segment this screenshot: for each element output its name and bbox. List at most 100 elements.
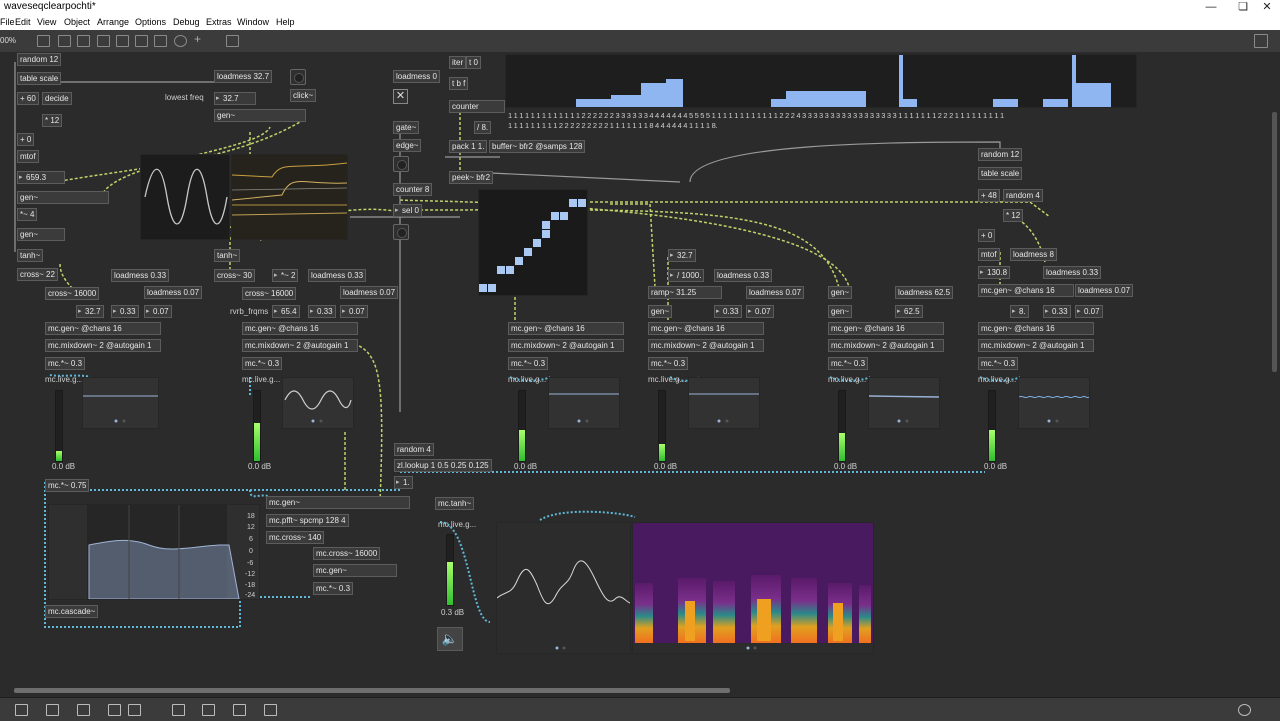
random-object-2[interactable]: random 12 [978,148,1023,161]
loadmess-object-3[interactable]: loadmess 32.7 [214,70,273,83]
gen-object[interactable]: gen~ [17,191,109,204]
mc-gen-object-6[interactable]: mc.gen~ @chans 16 [978,322,1094,335]
patcher-canvas[interactable]: random 12 table scale + 60 decide * 12 +… [0,52,1270,687]
multiply-object[interactable]: * 12 [42,114,63,127]
number-box[interactable]: 32.7 [76,305,104,318]
bang-button-2[interactable] [393,224,409,240]
ramp-object[interactable]: ramp~ 31.25 [648,286,722,299]
number-box-8[interactable]: 0.33 [714,305,742,318]
vertical-scrollbar[interactable] [1270,52,1280,687]
level-meter-7[interactable] [446,534,454,606]
maximize-button[interactable]: ❏ [1238,1,1248,13]
new-object-icon[interactable] [15,704,28,716]
snap-icon[interactable] [116,35,129,47]
level-meter-4[interactable] [658,390,666,462]
level-meter-2[interactable] [253,390,261,462]
mc-mixdown-object-5[interactable]: mc.mixdown~ 2 @autogain 1 [828,339,944,352]
number-box-10[interactable]: 62.5 [895,305,923,318]
gen-object-2[interactable]: gen~ [17,228,65,241]
iter-object[interactable]: iter [449,56,467,69]
mc-gen-object[interactable]: mc.gen~ @chans 16 [45,322,161,335]
plus-object[interactable]: + 60 [17,92,39,105]
mc-cascade-object[interactable]: mc.cascade~ [45,605,99,618]
lowest-freq-number[interactable]: 32.7 [214,92,256,105]
trigger-bf-object[interactable]: t b f [449,77,469,90]
console-icon[interactable] [46,704,59,716]
cross-object-2[interactable]: cross~ 30 [214,269,255,282]
speaker-icon[interactable]: 🔈 [437,627,463,651]
table-scale-object[interactable]: table scale [17,72,62,85]
number-box-3[interactable]: 0.07 [144,305,172,318]
number-box-2[interactable]: 0.33 [111,305,139,318]
mc-multiply-object-8[interactable]: mc.*~ 0.3 [313,582,354,595]
loadmess-object-7[interactable]: loadmess 0.07 [746,286,805,299]
multiply-number[interactable]: *~ 2 [272,269,299,282]
paint-icon[interactable] [226,35,239,47]
trigger-zero-object[interactable]: t 0 [466,56,481,69]
mc-gen-object-2[interactable]: mc.gen~ @chans 16 [242,322,358,335]
pack-object[interactable]: pack 1 1. [449,140,488,153]
number-box-11[interactable]: 8. [1010,305,1029,318]
level-meter[interactable] [55,390,63,462]
output-scope[interactable] [496,522,631,654]
add-icon[interactable]: + [194,32,202,46]
number-box-7[interactable]: 32.7 [668,249,696,262]
close-button[interactable]: ✕ [1262,1,1272,13]
number-box-6[interactable]: 0.07 [340,305,368,318]
peek-object[interactable]: peek~ bfr2 [449,171,494,184]
multi-trace-scope[interactable] [231,154,348,240]
debug-icon[interactable] [172,704,185,716]
mc-multiply-object-2[interactable]: mc.*~ 0.3 [242,357,283,370]
filter-graph[interactable]: 18 12 6 0 -6 -12 -18 -24 [48,504,260,600]
mc-mixdown-object-6[interactable]: mc.mixdown~ 2 @autogain 1 [978,339,1094,352]
wrench-icon[interactable] [202,704,215,716]
loadmess-object-5[interactable]: loadmess 0.07 [340,286,399,299]
horizontal-scroll-thumb[interactable] [14,688,730,693]
toggle-x[interactable]: ✕ [393,89,408,104]
loadmess-object-10[interactable]: loadmess 0.33 [1043,266,1102,279]
mtof-object[interactable]: mtof [17,150,39,163]
loadmess-object-4[interactable]: loadmess 0.33 [308,269,367,282]
buffer-object[interactable]: buffer~ bfr2 @samps 128 [489,140,586,153]
lock-icon[interactable] [37,35,50,47]
mc-gen-object-8[interactable]: mc.gen~ [313,564,397,577]
number-box-4[interactable]: 65.4 [272,305,300,318]
align-icon[interactable] [135,35,148,47]
grid-icon[interactable] [97,35,110,47]
help-icon[interactable] [174,35,187,47]
number-box-9[interactable]: 0.07 [746,305,774,318]
gen-object-3[interactable]: gen~ [214,109,306,122]
tanh-object[interactable]: tanh~ [17,249,44,262]
sidebar-grid-icon[interactable] [1254,34,1268,48]
mc-cross-object[interactable]: mc.cross~ 140 [266,531,325,544]
mc-pfft-object[interactable]: mc.pfft~ spcmp 128 4 [266,514,349,527]
cross-object[interactable]: cross~ 22 [17,268,58,281]
menu-object[interactable]: Object [64,17,91,27]
mc-tanh-object[interactable]: mc.tanh~ [435,497,475,510]
counter-object[interactable]: counter [449,100,505,113]
mc-mixdown-object-4[interactable]: mc.mixdown~ 2 @autogain 1 [648,339,764,352]
gen-object-5[interactable]: gen~ [828,286,853,299]
bang-button[interactable] [393,156,409,172]
mc-mixdown-object[interactable]: mc.mixdown~ 2 @autogain 1 [45,339,161,352]
frequency-number-box-2[interactable]: 130.8 [978,266,1011,279]
plus-zero-object-2[interactable]: + 0 [978,229,996,242]
menu-view[interactable]: View [37,17,57,27]
mc-multiply-object-3[interactable]: mc.*~ 0.3 [508,357,549,370]
tanh-object-2[interactable]: tanh~ [214,249,241,262]
presentation-icon[interactable] [58,35,71,47]
sequencer-multislider[interactable] [505,54,1137,108]
scope-display-2[interactable] [282,377,354,429]
level-meter-5[interactable] [838,390,846,462]
presentation-mode-icon[interactable] [108,704,121,716]
plus-zero-object[interactable]: + 0 [17,133,35,146]
divide-object[interactable]: / 8. [474,121,492,134]
mc-gen-object-4[interactable]: mc.gen~ @chans 16 [648,322,764,335]
scope-display-6[interactable] [1018,377,1090,429]
gen-object-6[interactable]: gen~ [828,305,853,318]
multiply-object-2[interactable]: * 12 [1003,209,1024,222]
scope-display-4[interactable] [688,377,760,429]
click-object[interactable]: click~ [290,89,317,102]
menu-window[interactable]: Window [237,17,270,27]
loadmess-zero-object[interactable]: loadmess 0 [393,70,440,83]
